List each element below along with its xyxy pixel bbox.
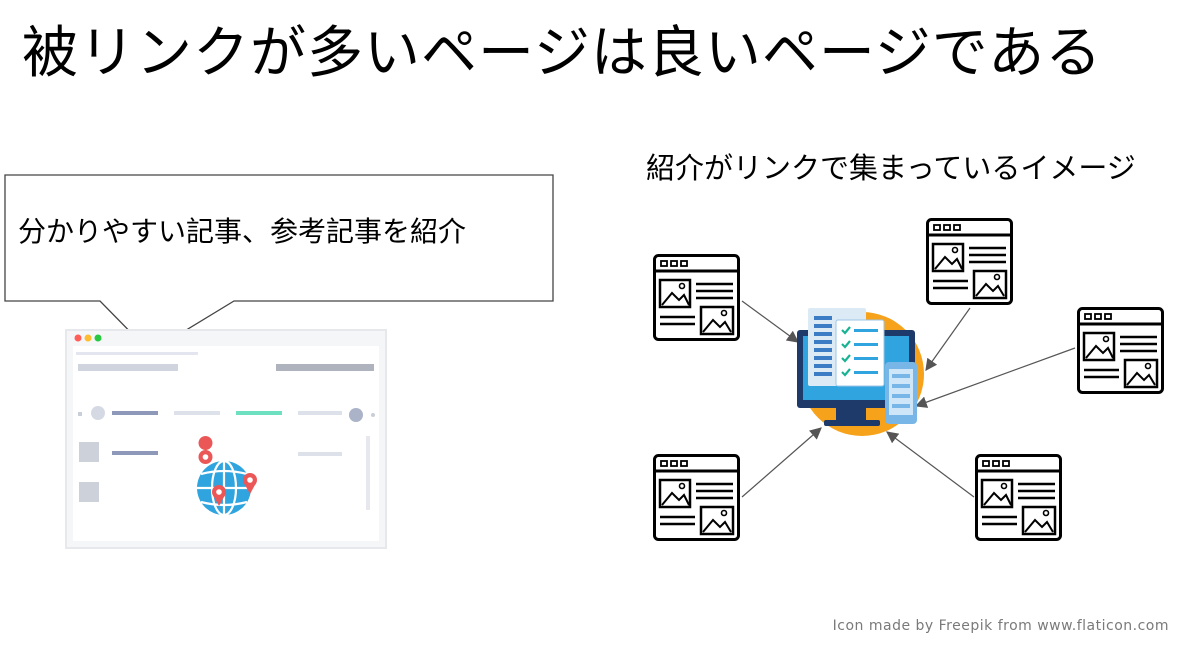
- slide-title: 被リンクが多いページは良いページである: [22, 21, 1103, 86]
- icon-attribution: Icon made by Freepik from www.flaticon.c…: [832, 618, 1169, 634]
- link-arrows: [741, 300, 1076, 498]
- webpage-icon: [975, 454, 1062, 541]
- webpage-icon: [653, 254, 740, 341]
- webpage-icon: [653, 454, 740, 541]
- link-arrow: [886, 431, 975, 498]
- speech-bubble-text: 分かりやすい記事、参考記事を紹介: [18, 215, 467, 248]
- browser-window-illustration: [65, 329, 387, 549]
- link-arrow: [741, 427, 822, 498]
- link-arrow: [925, 307, 971, 371]
- webpage-icon: [1077, 307, 1164, 394]
- webpage-icon: [926, 218, 1013, 305]
- monitor-checklist-mobile-icon: [797, 308, 924, 436]
- speech-bubble: [4, 174, 554, 353]
- globe-pins-icon: [197, 436, 257, 517]
- link-arrow: [741, 300, 799, 343]
- diagram-caption: 紹介がリンクで集まっているイメージ: [646, 151, 1136, 185]
- link-arrow: [914, 347, 1076, 408]
